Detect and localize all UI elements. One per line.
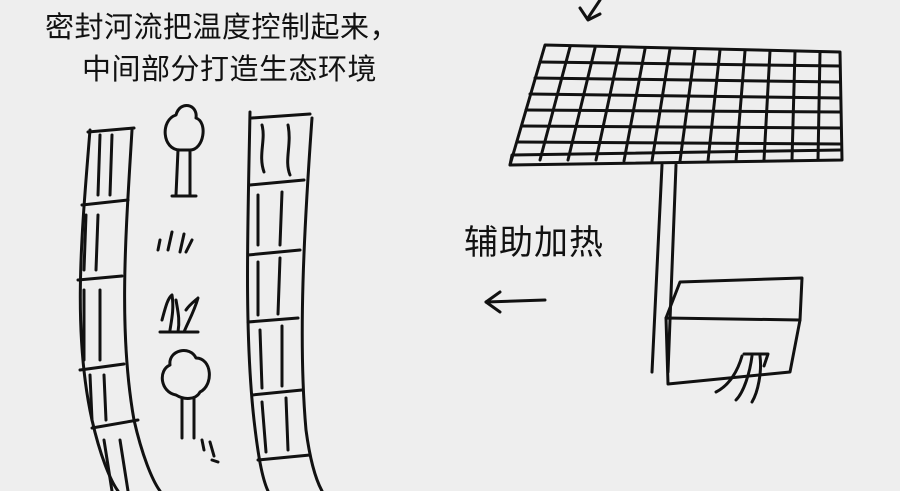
tree-icon	[163, 104, 205, 198]
right-river-channel	[246, 110, 324, 491]
sun-ray-arrow-icon	[578, 0, 602, 22]
left-river-channel	[76, 126, 162, 491]
caption-line-1: 密封河流把温度控制起来，	[45, 10, 400, 44]
solar-panel-icon	[508, 43, 844, 374]
tree-icon	[160, 349, 211, 440]
grass-icon	[158, 293, 200, 334]
grass-icon	[156, 230, 194, 254]
battery-box-icon	[664, 276, 804, 404]
grass-icon	[200, 438, 220, 464]
caption-line-2: 中间部分打造生态环境	[82, 52, 378, 86]
auxiliary-heating-label: 辅助加热	[464, 223, 604, 263]
arrow-left-icon	[484, 290, 547, 314]
